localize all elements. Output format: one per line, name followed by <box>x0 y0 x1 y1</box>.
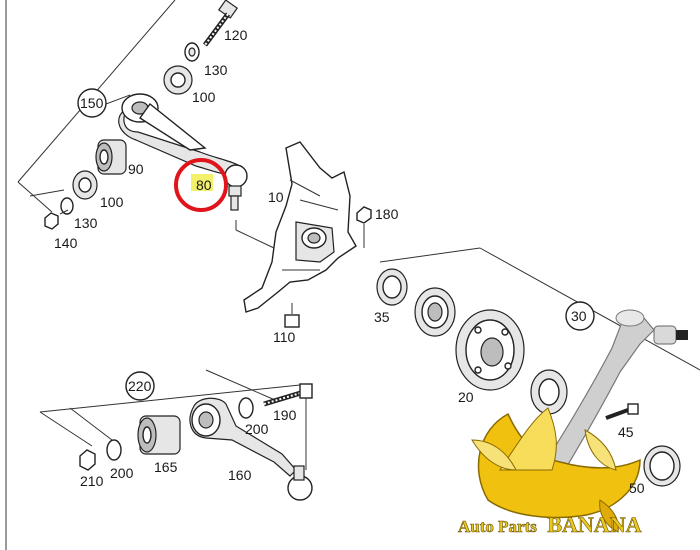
label-50: 50 <box>629 480 645 496</box>
nut-180 <box>356 206 372 224</box>
bolt-120 <box>202 0 239 47</box>
bushing-165 <box>137 415 181 455</box>
bushing-100-top <box>163 65 193 95</box>
label-100-top: 100 <box>192 89 216 105</box>
label-90: 90 <box>128 161 144 177</box>
lower-control-arm-160 <box>189 397 313 501</box>
callout-circle-150 <box>77 88 107 118</box>
highlight-ring-80 <box>174 158 228 212</box>
label-150: 150 <box>80 95 104 111</box>
label-130-low: 130 <box>74 215 98 231</box>
callout-circle-30 <box>565 301 595 331</box>
seal-35 <box>376 268 408 306</box>
label-160: 160 <box>228 467 252 483</box>
label-190: 190 <box>273 407 297 423</box>
label-180: 180 <box>375 206 399 222</box>
wheel-bearing-right <box>530 369 568 415</box>
label-130-top: 130 <box>204 62 228 78</box>
label-200-lower: 200 <box>110 465 134 481</box>
label-80: 80 <box>196 177 212 193</box>
wheel-bearing <box>414 287 456 337</box>
nut-140 <box>44 212 59 230</box>
bushing-100-low <box>72 170 98 200</box>
label-30: 30 <box>571 308 587 324</box>
wheel-hub-20 <box>455 309 525 391</box>
callout-circle-220 <box>125 371 155 401</box>
ball-joint-80 <box>224 164 248 211</box>
label-210: 210 <box>80 473 104 489</box>
watermark-text: Auto Parts BANANA <box>458 512 642 537</box>
label-120: 120 <box>224 27 248 43</box>
label-110: 110 <box>273 329 296 345</box>
hub-group <box>376 247 700 487</box>
nut-110 <box>284 314 300 328</box>
label-35: 35 <box>374 309 390 325</box>
upper-arm-group <box>17 0 248 230</box>
nut-210 <box>79 449 96 471</box>
watermark-prefix: Auto Parts <box>458 517 537 536</box>
part-labels: 120 130 100 150 90 80 100 130 140 10 180… <box>54 27 645 496</box>
washer-200-lower <box>106 439 122 461</box>
washer-200-upper <box>238 397 254 419</box>
lower-arm-group <box>39 369 313 501</box>
label-20: 20 <box>458 389 474 405</box>
bolt-190 <box>263 383 313 470</box>
highlight-fill <box>191 174 213 191</box>
label-200-upper: 200 <box>245 421 269 437</box>
label-140: 140 <box>54 235 78 251</box>
hub-cap-50 <box>643 445 681 487</box>
label-10: 10 <box>268 189 284 205</box>
label-100-low: 100 <box>100 194 124 210</box>
steering-knuckle-10 <box>235 141 357 313</box>
label-165: 165 <box>154 459 178 475</box>
watermark-logo: Auto Parts BANANA <box>458 309 688 537</box>
bushing-90 <box>95 139 127 175</box>
label-45: 45 <box>618 424 634 440</box>
washer-130-low <box>60 197 74 215</box>
label-220: 220 <box>128 378 152 394</box>
watermark-brand: BANANA <box>547 512 641 537</box>
bolt-45 <box>605 403 639 420</box>
